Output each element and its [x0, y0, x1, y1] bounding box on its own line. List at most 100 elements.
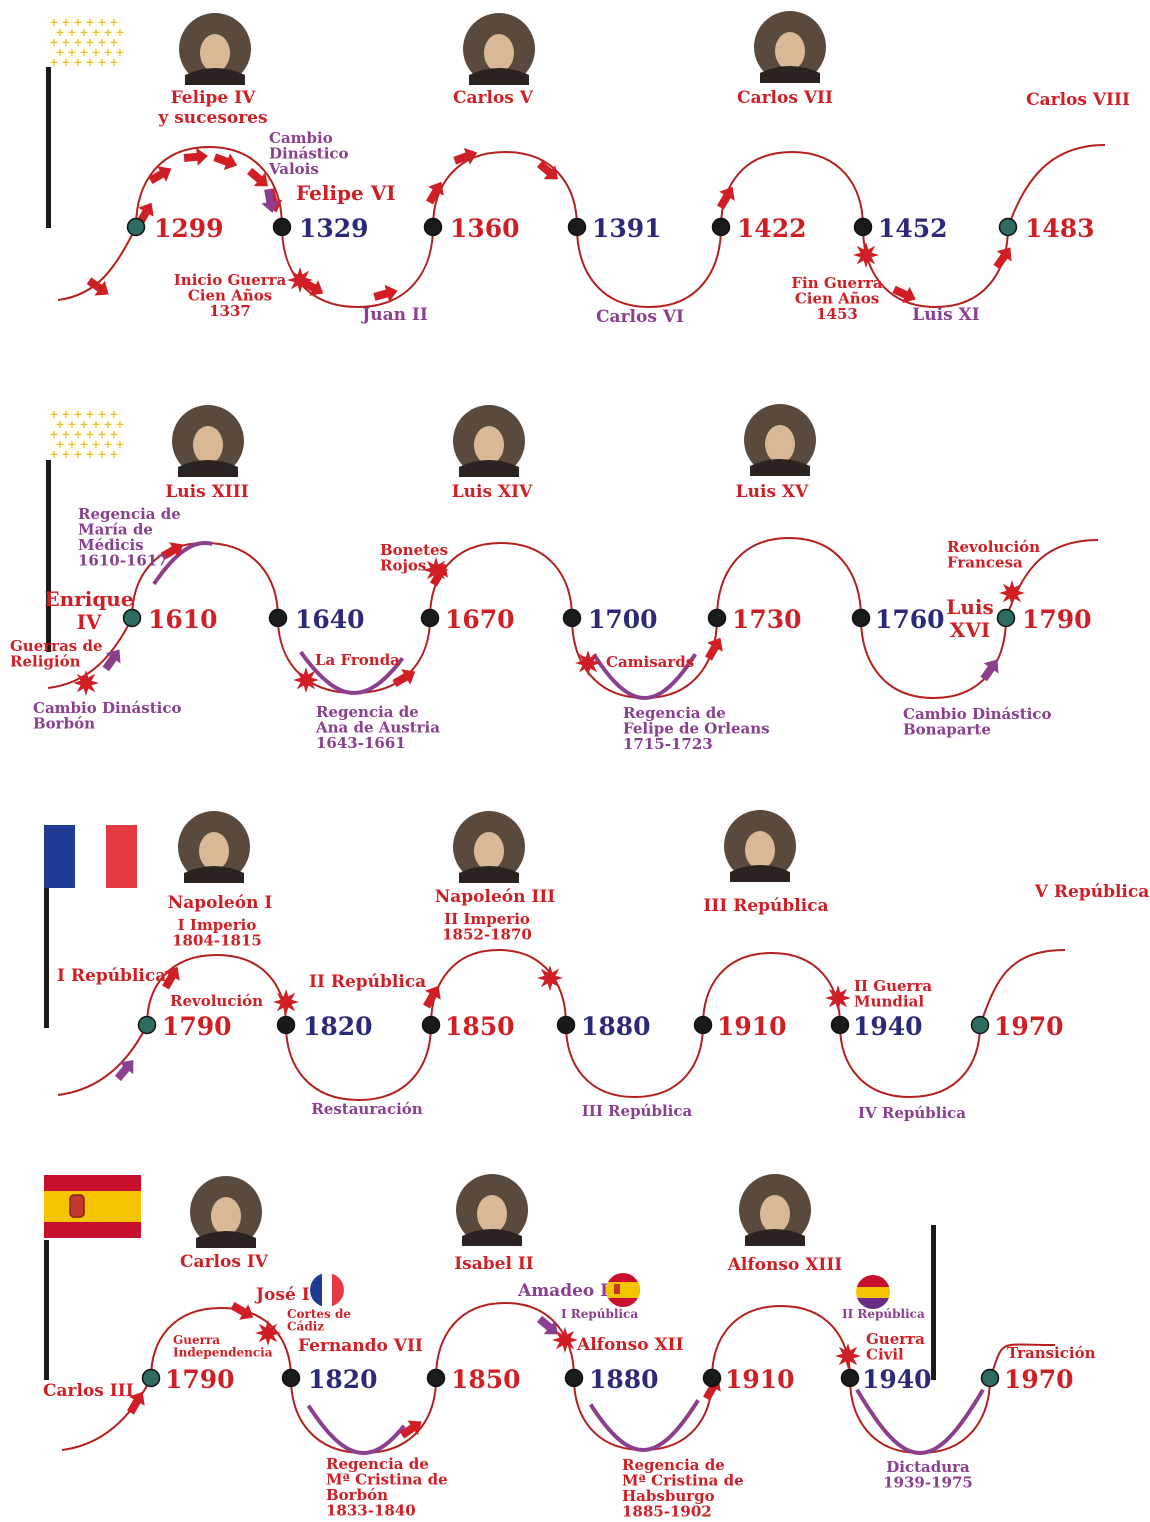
fleur-icon: +: [103, 46, 112, 59]
arrow-icon-shape: [892, 285, 916, 304]
event-label-line: II Guerra: [854, 977, 932, 995]
portrait-body: [185, 68, 245, 85]
portrait-body: [459, 866, 519, 883]
fleur-icon: +: [109, 36, 118, 49]
conflict-burst-icon: [999, 580, 1025, 606]
ruler-name-line: y sucesores: [157, 108, 267, 128]
year-node: [702, 1368, 722, 1388]
year-node: [998, 217, 1018, 237]
portrait-body: [745, 1229, 805, 1246]
flag-pole: [44, 1240, 49, 1380]
arrow-icon: [300, 278, 324, 296]
arrow-icon: [183, 147, 208, 166]
ruler-name-line: Luis XIV: [452, 482, 533, 502]
event-label-line: Cambio: [269, 129, 333, 147]
arrow-icon-shape: [183, 147, 208, 166]
year-label: 1640: [295, 605, 365, 634]
arrow-icon: [160, 542, 184, 560]
event-label-line: Civil: [866, 1346, 904, 1364]
year-label: 1452: [878, 214, 948, 243]
year-node: [693, 1015, 713, 1035]
arrow-icon: [86, 277, 109, 296]
year-node: [281, 1368, 301, 1388]
event-label-line: 1885-1902: [622, 1503, 712, 1521]
flag-red: [106, 825, 137, 888]
fleur-icon: +: [97, 408, 106, 421]
fleur-icon: +: [61, 408, 70, 421]
event-label-line: Carlos III: [43, 1381, 134, 1401]
fleur-icon: +: [91, 46, 100, 59]
fleur-icon: +: [103, 418, 112, 431]
year-node: [970, 1015, 990, 1035]
arrow-icon: [993, 247, 1012, 270]
arrow-icon-shape: [423, 985, 441, 1009]
event-label: La Fronda: [315, 651, 400, 669]
conflict-burst-icon: [537, 965, 563, 991]
portrait-body: [178, 460, 238, 477]
fleur-icon: +: [97, 36, 106, 49]
arrow-icon-shape: [86, 277, 109, 296]
ruler-portrait: [453, 811, 525, 883]
event-label-line: Independencia: [173, 1346, 273, 1360]
event-label-line: I República: [561, 1307, 638, 1321]
event-label-line: Fin Guerra: [791, 274, 883, 292]
year-node: [711, 217, 731, 237]
event-label-line: Mundial: [854, 993, 924, 1011]
event-label-line: Cien Años: [795, 290, 879, 308]
year-label: 1820: [303, 1012, 373, 1041]
event-label-line: Felipe de Orleans: [623, 720, 770, 738]
regency-segment: [306, 1404, 406, 1456]
ruler-name: III República: [703, 896, 828, 916]
year-label: 1880: [589, 1365, 659, 1394]
portrait-face: [474, 426, 504, 464]
event-label-line: Revolución: [170, 992, 263, 1010]
ruler-portrait: [453, 405, 525, 477]
portrait-body: [184, 866, 244, 883]
france-mini-flag-icon-inner: [310, 1273, 344, 1307]
spain-mini-flag-icon-inner: [606, 1273, 640, 1307]
arrow-icon-shape: [717, 186, 735, 210]
arrow-icon: [373, 284, 398, 303]
event-label-line: Inicio Guerra: [174, 271, 287, 289]
ruler-portrait: [754, 11, 826, 83]
event-label: IV República: [858, 1104, 966, 1122]
event-label-line: 1804-1815: [172, 932, 262, 950]
france-flag-icon: [44, 825, 137, 888]
year-node: [851, 608, 871, 628]
red: [856, 1275, 890, 1287]
event-label: Luis XI: [912, 305, 979, 325]
ruler-name: Luis XIII: [165, 482, 248, 502]
portrait-face: [775, 32, 805, 70]
flag-pole: [46, 460, 51, 652]
year-node: [426, 1368, 446, 1388]
coat-of-arms-icon: [69, 1194, 85, 1218]
year-node: [562, 608, 582, 628]
event-label-line: Borbón: [33, 715, 95, 733]
flag-white: [75, 825, 106, 888]
year-label: 1790: [162, 1012, 232, 1041]
ruler-name-line: Felipe IV: [171, 88, 256, 108]
fleur-icon: +: [85, 56, 94, 69]
ruler-name: V República: [1034, 882, 1149, 902]
year-node: [980, 1368, 1000, 1388]
event-label-line: Transición: [1007, 1344, 1096, 1362]
portrait-body: [459, 460, 519, 477]
event-label-line: Mª Cristina de: [622, 1472, 744, 1490]
year-node: [141, 1368, 161, 1388]
flag-yellow: [44, 1191, 141, 1222]
year-label: 1670: [445, 605, 515, 634]
arrow-icon: [162, 966, 180, 990]
fleur-icon: +: [73, 56, 82, 69]
year-node: [567, 217, 587, 237]
year-node: [830, 1015, 850, 1035]
year-label: 1850: [445, 1012, 515, 1041]
